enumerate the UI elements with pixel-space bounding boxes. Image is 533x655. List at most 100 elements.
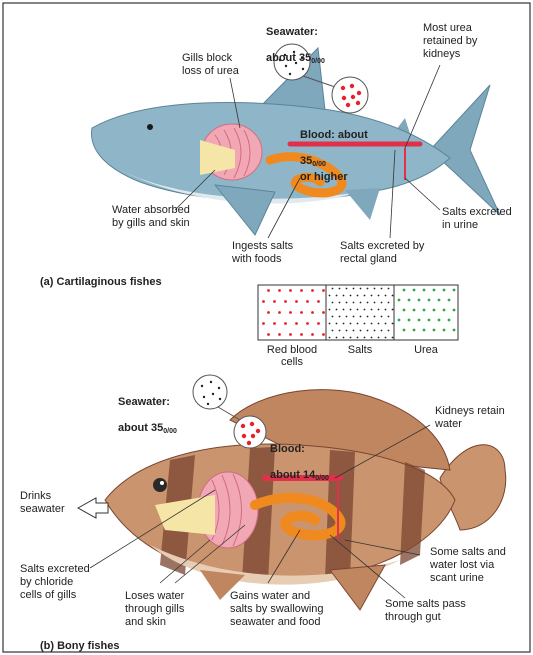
fish-seawater-sample <box>193 375 227 409</box>
legend-salt-dot <box>378 309 380 311</box>
legend-salt-dot <box>346 330 348 332</box>
legend-red-dot <box>317 300 320 303</box>
legend-salt-dot <box>364 337 366 339</box>
legend-salt-dot <box>360 288 362 290</box>
legend-urea-dot <box>403 289 406 292</box>
legend-salt-dot <box>371 309 373 311</box>
legend-salt-dot <box>357 337 359 339</box>
legend-salt-dot <box>350 323 352 325</box>
legend-salt-dot <box>364 295 366 297</box>
legend-salt-dot <box>374 330 376 332</box>
legend-urea-dot <box>433 309 436 312</box>
scant-urine-label: Some salts and water lost via scant urin… <box>430 546 506 585</box>
legend-red-blood-cells-label: Red blood cells <box>252 344 332 368</box>
legend-urea-dot <box>453 309 456 312</box>
legend-salt-dot <box>378 295 380 297</box>
shark-tail <box>430 85 500 215</box>
legend-urea-dot <box>438 299 441 302</box>
legend-salt-dot <box>392 309 394 311</box>
legend-salt-dot <box>360 316 362 318</box>
legend-salt-dot <box>332 330 334 332</box>
fish-blood-title: Blood: <box>270 443 305 455</box>
legend-salt-dot <box>385 309 387 311</box>
legend-salt-dot <box>339 330 341 332</box>
shark-pelvic-fin <box>345 188 380 220</box>
legend-salt-dot <box>367 330 369 332</box>
gills-block-label: Gills block loss of urea <box>182 52 239 78</box>
legend-urea-dot <box>398 319 401 322</box>
shark-body <box>92 102 450 201</box>
legend-urea-dot <box>408 299 411 302</box>
legend-urea-dot <box>448 299 451 302</box>
rectal-gland-label: Salts excreted by rectal gland <box>340 240 424 266</box>
legend-red-dot <box>311 289 314 292</box>
caption-cartilaginous: (a) Cartilaginous fishes <box>40 276 162 288</box>
legend-urea-dot <box>428 319 431 322</box>
fish-seawater-unit: 0/00 <box>163 428 177 435</box>
loses-water-label: Loses water through gills and skin <box>125 590 184 629</box>
legend-salt-dot <box>343 295 345 297</box>
shark-blood-title: Blood: about <box>300 129 368 141</box>
urea-retained-label: Most urea retained by kidneys <box>423 22 477 61</box>
shark-pectoral-fin <box>215 185 275 235</box>
legend-salt-dot <box>346 302 348 304</box>
legend-urea-dot <box>428 299 431 302</box>
kidneys-retain-label: Kidneys retain water <box>435 405 505 431</box>
legend-urea-dot <box>453 289 456 292</box>
gains-water-label: Gains water and salts by swallowing seaw… <box>230 590 324 629</box>
legend-salt-dot <box>350 309 352 311</box>
legend-urea-dot <box>438 319 441 322</box>
caption-bony: (b) Bony fishes <box>40 640 119 652</box>
legend-salt-dot <box>367 302 369 304</box>
legend-urea-dot <box>423 329 426 332</box>
shark-seawater-value: about 35 <box>266 52 311 64</box>
legend-salt-dot <box>329 295 331 297</box>
legend-salt-dot <box>357 309 359 311</box>
legend-red-dot <box>267 311 270 314</box>
legend-urea-dot <box>453 329 456 332</box>
legend-salt-dot <box>329 309 331 311</box>
legend-red-dot <box>317 322 320 325</box>
shark-seawater-title: Seawater: <box>266 26 318 38</box>
legend-salt-dot <box>381 316 383 318</box>
legend-key <box>258 285 458 340</box>
legend-red-dot <box>278 289 281 292</box>
legend-salt-dot <box>332 288 334 290</box>
legend-salt-dot <box>329 337 331 339</box>
legend-salt-dot <box>364 309 366 311</box>
legend-salt-dot <box>336 309 338 311</box>
legend-urea-dot <box>423 289 426 292</box>
legend-salts-box <box>326 285 394 340</box>
legend-red-dot <box>295 300 298 303</box>
legend-urea-dot <box>433 289 436 292</box>
legend-salt-dot <box>343 323 345 325</box>
legend-salt-dot <box>364 323 366 325</box>
fish-seawater-label: Seawater: about 350/00 <box>118 383 177 438</box>
shark-eye <box>147 124 153 130</box>
legend-red-dot <box>322 289 325 292</box>
legend-red-dot <box>306 300 309 303</box>
legend-salt-dot <box>371 337 373 339</box>
legend-red-dot <box>284 300 287 303</box>
fish-anal-fin <box>330 565 385 610</box>
legend-salt-dot <box>343 337 345 339</box>
legend-urea-dot <box>448 319 451 322</box>
legend-red-dot <box>273 300 276 303</box>
legend-red-dot <box>322 333 325 336</box>
legend-salt-dot <box>371 295 373 297</box>
shark-blood-label: Blood: about 350/00 or higher <box>300 116 368 184</box>
legend-salt-dot <box>381 288 383 290</box>
legend-salt-dot <box>374 288 376 290</box>
legend-red-dot <box>267 289 270 292</box>
legend-salt-dot <box>332 316 334 318</box>
legend-salts-label: Salts <box>326 344 394 356</box>
legend-salt-dot <box>336 323 338 325</box>
legend-urea-dot <box>443 289 446 292</box>
legend-salt-dot <box>336 295 338 297</box>
legend-salt-dot <box>343 309 345 311</box>
legend-salt-dot <box>374 316 376 318</box>
salts-gut-label: Some salts pass through gut <box>385 598 466 624</box>
legend-salt-dot <box>339 316 341 318</box>
fish-blood-label: Blood: about 140/00 <box>270 430 329 485</box>
shark-blood-sample <box>332 77 368 113</box>
